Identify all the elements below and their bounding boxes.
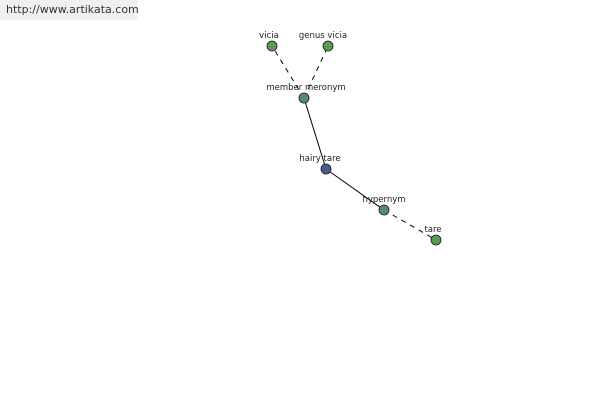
- edge-hypernym-to-tare: [383, 209, 437, 241]
- node-member-meronym[interactable]: member meronym: [266, 83, 346, 104]
- node-tare[interactable]: tare: [424, 225, 442, 246]
- node-tare-label: tare: [424, 225, 441, 235]
- node-vicia[interactable]: vicia: [259, 31, 279, 52]
- edge-hairy-tare-to-hypernym: [325, 168, 385, 211]
- edge-hairy-tare-to-member-meronym: [303, 97, 327, 170]
- nodes-layer: hairy tare member meronym hypernym vicia gen…: [259, 31, 442, 246]
- node-vicia-marker[interactable]: [266, 40, 278, 52]
- node-member-meronym-marker[interactable]: [298, 92, 310, 104]
- node-hairy-tare[interactable]: hairy tare: [299, 154, 341, 175]
- node-genus-vicia[interactable]: genus vicia: [299, 31, 347, 52]
- source-link[interactable]: http://www.artikata.com: [0, 0, 139, 20]
- node-tare-marker[interactable]: [430, 234, 442, 246]
- node-genus-vicia-marker[interactable]: [322, 40, 334, 52]
- node-hairy-tare-label: hairy tare: [299, 154, 340, 164]
- node-hypernym[interactable]: hypernym: [362, 195, 406, 216]
- node-hypernym-marker[interactable]: [378, 204, 390, 216]
- node-member-meronym-label: member meronym: [266, 83, 345, 93]
- node-genus-vicia-label: genus vicia: [299, 31, 347, 41]
- node-hairy-tare-marker[interactable]: [320, 163, 332, 175]
- edges-layer: [271, 45, 437, 241]
- edge-member-meronym-to-vicia: [271, 45, 305, 99]
- node-vicia-label: vicia: [259, 31, 279, 41]
- node-hypernym-label: hypernym: [362, 195, 405, 205]
